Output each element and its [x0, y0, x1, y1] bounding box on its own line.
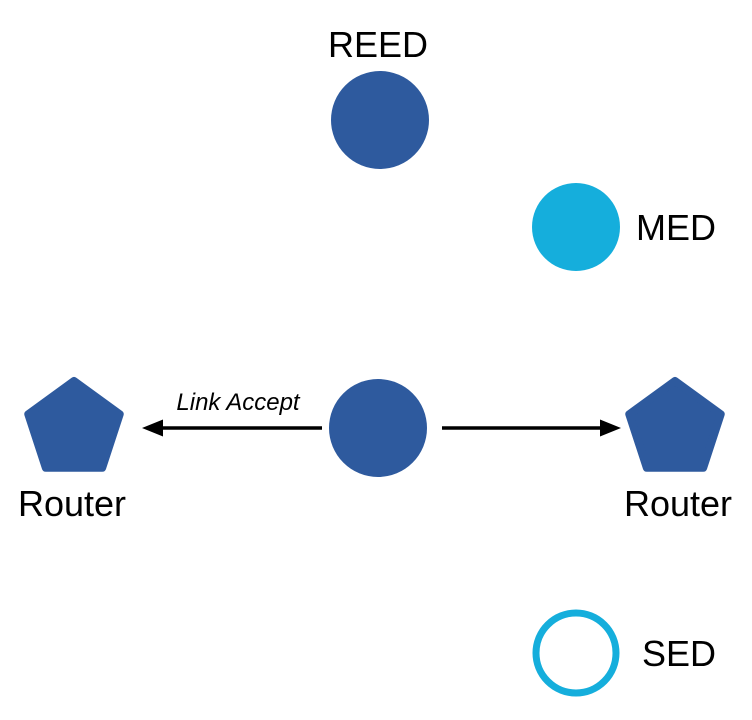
left-arrowhead-icon	[142, 419, 163, 437]
med-node-circle	[532, 183, 620, 271]
center-node-circle	[329, 379, 427, 477]
link-accept-edge-label: Link Accept	[176, 389, 301, 416]
router-right-label: Router	[624, 483, 732, 524]
router-left-label: Router	[18, 483, 126, 524]
reed-label: REED	[328, 24, 428, 65]
right-arrowhead-icon	[600, 419, 621, 437]
reed-node-circle	[331, 71, 429, 169]
sed-node-ring	[532, 609, 620, 697]
sed-label: SED	[642, 633, 716, 674]
router-left-pentagon	[24, 377, 124, 472]
router-right-pentagon	[625, 377, 725, 472]
med-label: MED	[636, 207, 716, 248]
